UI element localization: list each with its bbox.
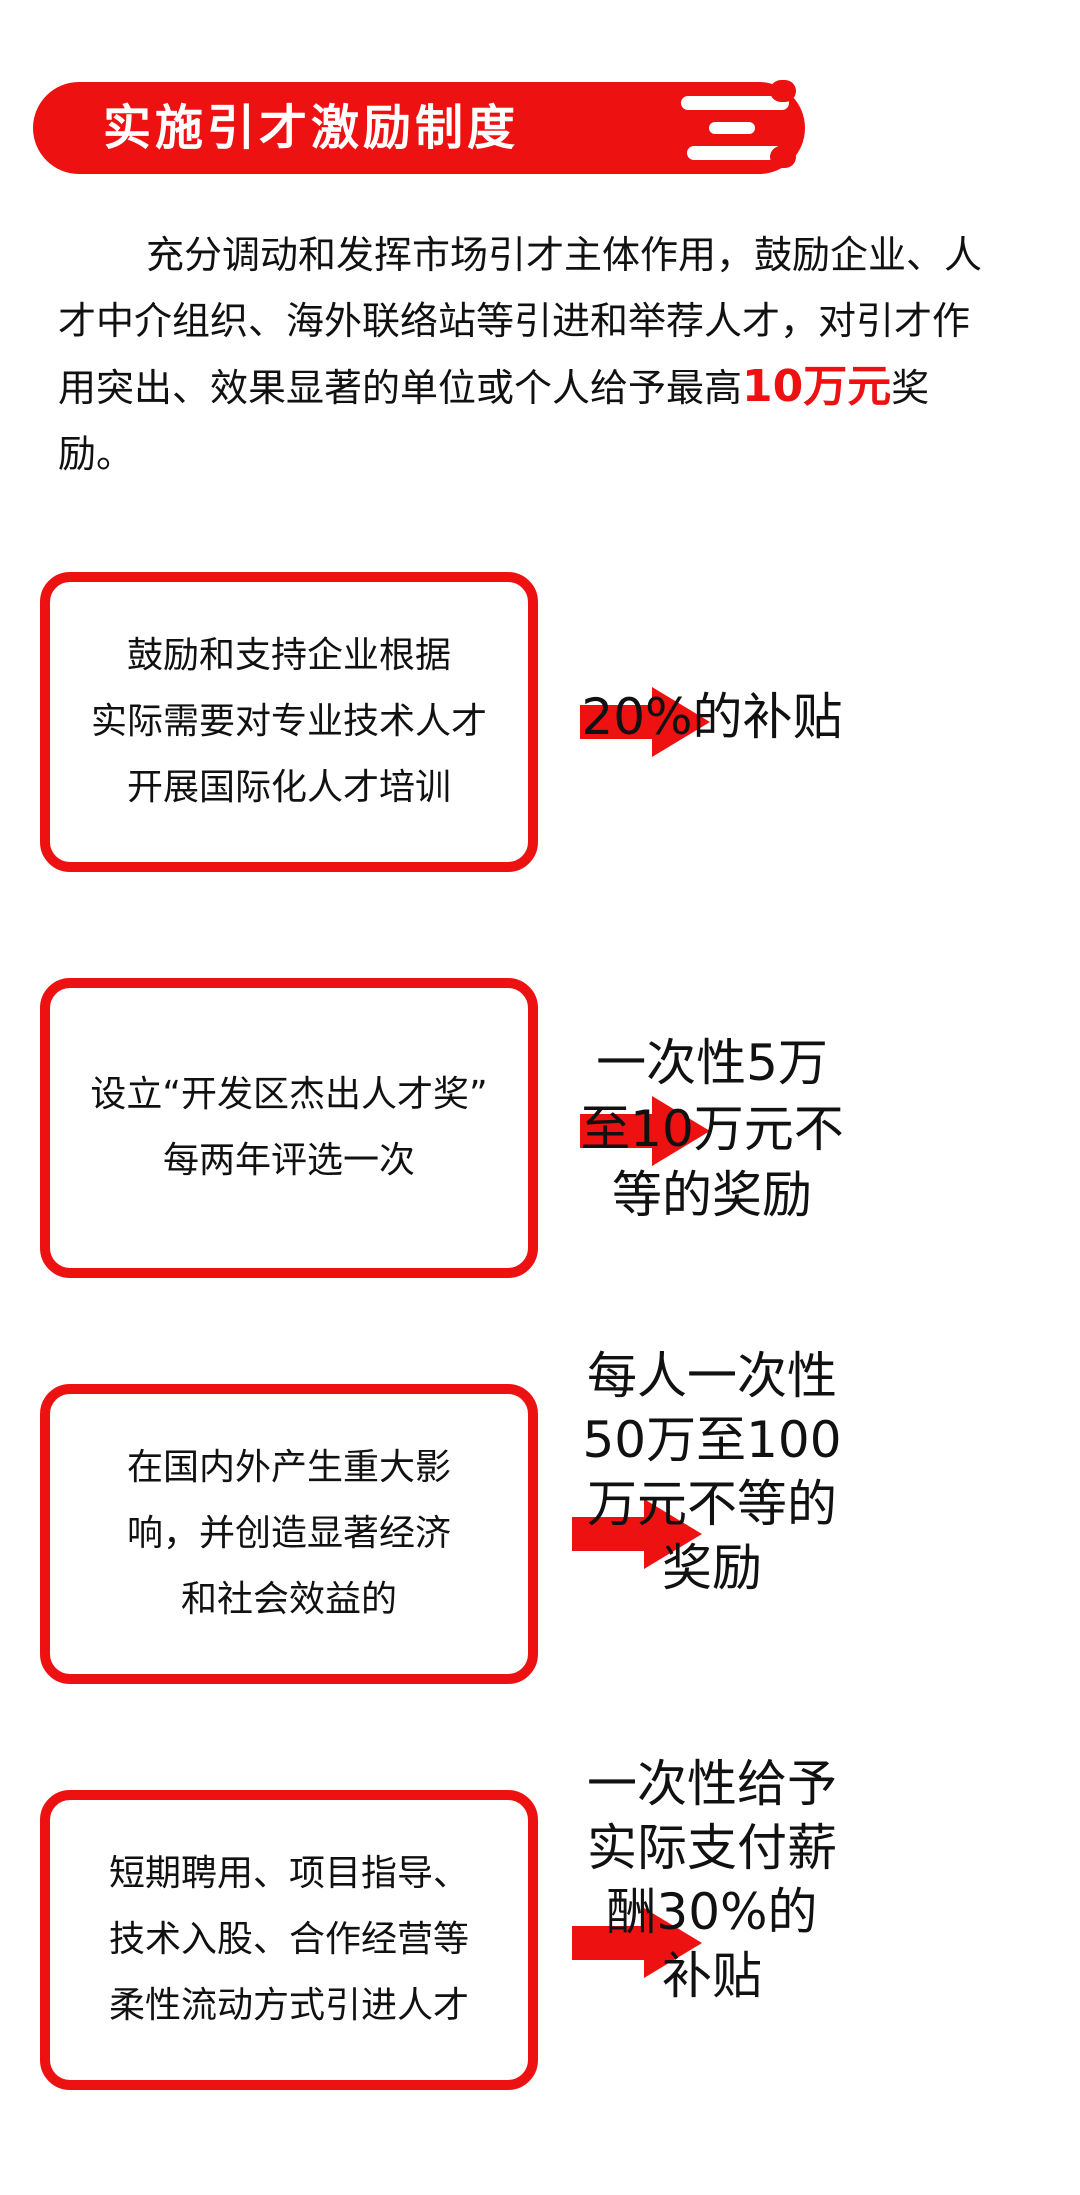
- right-arrow-icon: [580, 1096, 710, 1166]
- condition-box: 鼓励和支持企业根据 实际需要对专业技术人才 开展国际化人才培训: [40, 572, 538, 872]
- intro-highlight-amount: 10万元: [742, 361, 892, 412]
- reward-text: 一次性5万 至10万元不 等的奖励: [580, 1034, 844, 1224]
- right-arrow-icon: [580, 687, 710, 757]
- reward-text: 每人一次性 50万至100 万元不等的 奖励: [582, 1347, 842, 1597]
- condition-text: 鼓励和支持企业根据 实际需要对专业技术人才 开展国际化人才培训: [90, 635, 487, 808]
- intro-paragraph: 充分调动和发挥市场引才主体作用，鼓励企业、人才中介组织、海外联络站等引进和举荐人…: [58, 222, 988, 487]
- right-arrow-icon: [572, 1499, 702, 1569]
- condition-box: 在国内外产生重大影 响，并创造显著经济 和社会效益的: [40, 1384, 538, 1684]
- section-banner: 实施引才激励制度: [33, 82, 805, 174]
- condition-text: 在国内外产生重大影 响，并创造显著经济 和社会效益的: [126, 1447, 451, 1620]
- condition-text: 短期聘用、项目指导、 技术入股、合作经营等 柔性流动方式引进人才: [108, 1853, 469, 2026]
- reward-text: 一次性给予 实际支付薪 酬30%的 补贴: [587, 1755, 837, 2005]
- condition-box: 短期聘用、项目指导、 技术入股、合作经营等 柔性流动方式引进人才: [40, 1790, 538, 2090]
- condition-box: 设立“开发区杰出人才奖” 每两年评选一次: [40, 978, 538, 1278]
- banner-title: 实施引才激励制度: [103, 100, 520, 156]
- right-arrow-icon: [572, 1908, 702, 1978]
- intro-text-end: 奖励。: [58, 366, 930, 476]
- intro-text: 充分调动和发挥市场引才主体作用，鼓励企业、人才中介组织、海外联络站等引进和举荐人…: [58, 233, 983, 410]
- reward-text: 20%的补贴: [581, 688, 843, 746]
- condition-text: 设立“开发区杰出人才奖” 每两年评选一次: [90, 1074, 488, 1181]
